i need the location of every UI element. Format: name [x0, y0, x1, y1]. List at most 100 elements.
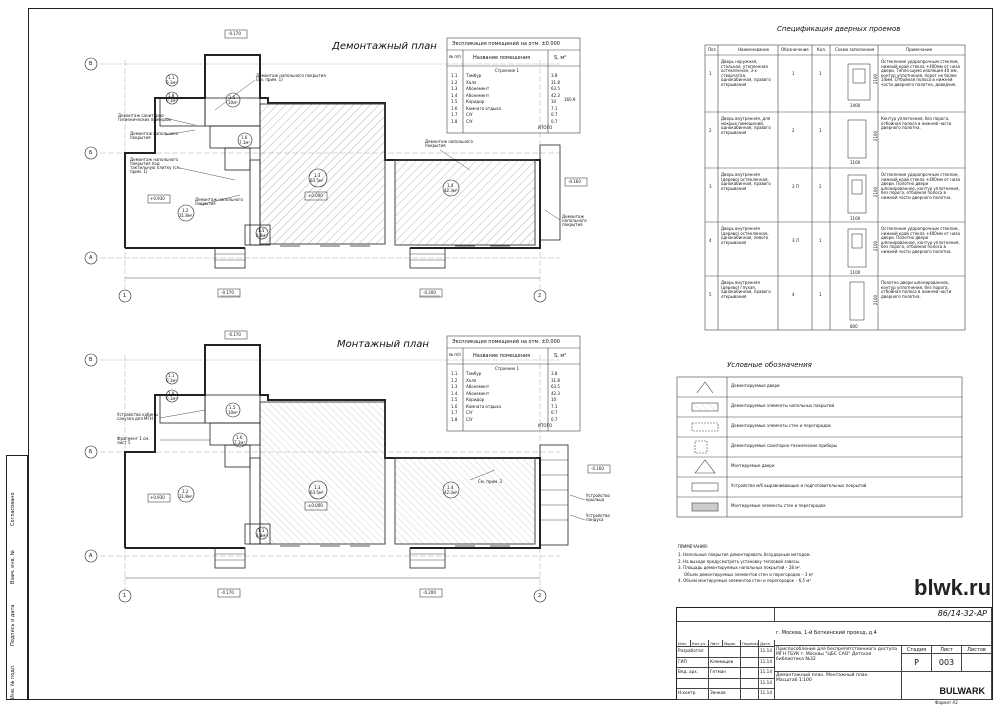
- plan-note: Фрагмент 1 см. лист 5: [117, 436, 150, 445]
- level-mark: +0.930: [150, 196, 165, 201]
- door-col-pos: Поз.: [708, 47, 717, 52]
- door-row-qty: 1: [819, 71, 822, 76]
- room-number: 1.5: [229, 405, 236, 410]
- explication-row-name: С/У: [466, 118, 473, 124]
- door-row-pos: 4: [709, 238, 712, 243]
- axis-label: Б: [89, 150, 93, 156]
- explication-row-name: Холл: [466, 377, 477, 383]
- door-row-height: 2100: [873, 240, 879, 252]
- room-area: 7.1м²: [234, 440, 245, 445]
- room-number: 1.1: [168, 75, 175, 80]
- door-row-name: Дверь внутренняя, для мокрых помещений, …: [721, 116, 771, 135]
- mounting-plan-title: Монтажный план: [337, 339, 429, 350]
- drawing-title-cell: Демонтажный план. Монтажный план. Масшта…: [775, 672, 902, 700]
- title-block-head: Изм.: [677, 640, 691, 647]
- level-mark: -0.160: [591, 466, 604, 471]
- door-row-height: 2100: [873, 186, 879, 198]
- room-area: 31.8м²: [179, 213, 193, 218]
- room-number: 1.2: [182, 489, 189, 494]
- door-row-width: 1100: [850, 160, 861, 165]
- legend-item: Демонтируемые двери: [731, 383, 780, 388]
- title-block-date: 11.14: [759, 647, 775, 658]
- room-area: 0.1м²: [166, 378, 177, 383]
- explication-row-area: 63.5: [551, 384, 560, 389]
- col-name: Название помещения: [473, 55, 531, 61]
- explication-floor: Строение 1: [495, 68, 520, 73]
- door-spec-title: Спецификация дверных проемов: [777, 25, 901, 33]
- title-block-role: [677, 678, 709, 690]
- explication-row-area: 10: [551, 99, 557, 104]
- drawing-title: Демонтажный план. Монтажный план.: [776, 673, 869, 678]
- explication-row-area: 31.8: [551, 377, 560, 383]
- door-row-pos: 2: [709, 128, 712, 133]
- room-number: 1.3: [314, 485, 321, 490]
- door-row-qty: 1: [819, 128, 822, 133]
- explication-row-area: 42.3: [551, 92, 560, 98]
- axis-label: 2: [538, 593, 542, 599]
- room-number: 1.8: [168, 391, 175, 396]
- sheet-code: 86/14-32-АР: [775, 608, 992, 622]
- door-col-scheme: Схема заполнения: [835, 47, 875, 52]
- explication-title: Экспликация помещений на отм. ±0.000: [452, 339, 560, 345]
- room-number: 1.4: [447, 183, 454, 188]
- door-row-mark: 3 П: [792, 184, 799, 189]
- explication-grid: [446, 37, 581, 432]
- door-col-note: Примечание: [906, 47, 933, 52]
- door-row-pos: 1: [709, 71, 712, 76]
- explication-row-name: Коридор: [466, 397, 485, 402]
- title-block-role: ГИП: [677, 657, 709, 669]
- explication-row-no: 1.4: [451, 390, 458, 396]
- room-area: 3.8м²: [256, 233, 267, 238]
- sheet-address: г. Москва, 1-й Боткинский проезд, д.4: [775, 622, 992, 646]
- explication-row-no: 1.5: [451, 99, 458, 104]
- room-area: 10м²: [228, 410, 238, 415]
- title-block-role: Разработал: [677, 647, 709, 658]
- explication-row-no: 1.7: [451, 410, 458, 415]
- explication-row-name: Тамбур: [466, 371, 482, 376]
- room-area: 7.1м²: [239, 140, 250, 145]
- title-block-signature: [741, 657, 759, 669]
- demolition-plan-title: Демонтажный план: [332, 41, 437, 52]
- explication-row-area: 3.8: [551, 73, 558, 78]
- sheet-number: 003: [932, 654, 962, 672]
- title-block-date: 11.14: [759, 689, 775, 700]
- explication-row-area: 42.3: [551, 390, 560, 396]
- room-number: 1.1: [258, 228, 265, 233]
- explication-row-name: Комната отдыха: [466, 403, 501, 409]
- legend-grid: [676, 376, 963, 518]
- legend-item: Демонтируемые санитарно-технические приб…: [731, 443, 838, 448]
- explication-row-no: 1.6: [451, 105, 458, 111]
- room-number: 1.3: [314, 173, 321, 178]
- title-block-date: 11.14: [759, 678, 775, 690]
- explication-row-name: Абонемент: [466, 92, 490, 98]
- company-logo: BULWARK: [902, 672, 992, 700]
- room-number: 1.2: [182, 208, 189, 213]
- legend-title: Условные обозначения: [727, 361, 812, 369]
- door-row-width: 1100: [850, 216, 861, 221]
- title-block-date: 11.14: [759, 657, 775, 669]
- col-no: № п/п: [449, 352, 462, 357]
- door-row-height: 2100: [873, 73, 879, 85]
- door-row-height: 2100: [873, 130, 879, 142]
- legend-item: Монтируемые двери: [731, 463, 775, 468]
- explication-row-no: 1.2: [451, 377, 458, 383]
- plan-note: Демонтаж напольного покрытия (см. прим. …: [256, 73, 326, 82]
- explication-title: Экспликация помещений на отм. ±0.000: [452, 41, 560, 47]
- explication-total: 160.9: [564, 97, 576, 102]
- explication-row-area: 63.5: [551, 86, 560, 91]
- title-block: 86/14-32-АР г. Москва, 1-й Боткинский пр…: [676, 607, 993, 700]
- title-block-head: Подпись: [741, 640, 759, 647]
- door-row-note: Остекление ударопрочным стеклом, нижний …: [881, 226, 961, 254]
- door-row-height: 2100: [873, 294, 879, 306]
- axis-label: Б: [89, 449, 93, 455]
- level-mark: -0.170: [221, 290, 234, 295]
- notes-title: ПРИМЕЧАНИЯ:: [678, 544, 708, 549]
- room-area: 3.8м²: [256, 533, 267, 538]
- level-mark: ±0.000: [308, 503, 323, 508]
- demolition-plan: [84, 29, 588, 303]
- level-mark: ±0.000: [308, 193, 323, 198]
- explication-row-name: Абонемент: [466, 384, 490, 389]
- door-row-width: 1400: [850, 103, 861, 108]
- note-item: 4. Объем монтируемых элементов стен и пе…: [678, 578, 811, 583]
- explication-row-no: 1.3: [451, 384, 458, 389]
